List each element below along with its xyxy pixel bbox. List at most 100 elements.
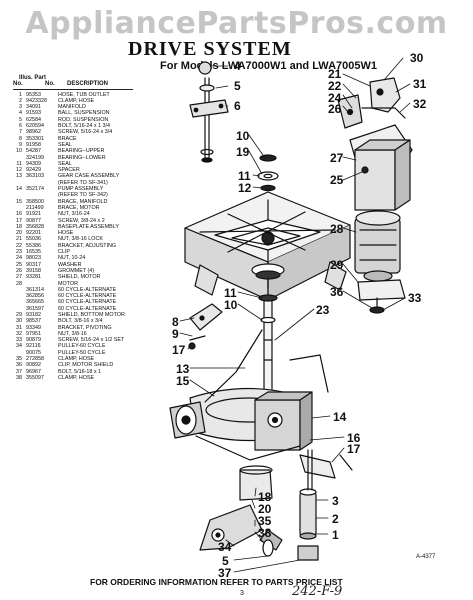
legend-illus-no: 8 (19, 135, 22, 142)
legend-illus-no: 38 (16, 374, 22, 381)
legend-illus-no: 22 (16, 242, 22, 249)
callout-17: 17 (172, 343, 186, 357)
legend-part-no: 94309 (26, 160, 41, 167)
legend-part-no: 211499 (26, 204, 44, 211)
legend-row: 18 356828 BASEPLATE ASSEMBLY (13, 224, 173, 230)
legend-part-no: 98962 (26, 129, 41, 136)
legend-illus-no: 1 (19, 91, 22, 98)
legend-illus-no: 2 (19, 97, 22, 104)
callout-21: 21 (328, 67, 342, 81)
legend-description: SCREW, 5/16-24 x 1/2 SET (58, 337, 125, 344)
legend-part-no: 93349 (26, 324, 41, 331)
legend-part-no: 55386 (26, 242, 41, 249)
callout-5-lower: 5 (222, 554, 229, 568)
legend-description: BRACKET, ADJUSTING (58, 242, 117, 249)
legend-description: PUMP ASSEMBLY (58, 186, 104, 193)
legend-description: SPACER (58, 167, 80, 174)
legend-illus-no: 21 (16, 236, 22, 243)
handwritten-note: 242-F-9 (292, 584, 343, 599)
legend-illus-no: 10 (16, 148, 22, 155)
callout-11-top: 11 (238, 169, 251, 183)
legend-illus-no: 32 (16, 330, 22, 337)
callout-22: 22 (328, 79, 342, 93)
legend-row: (REFER TO SF-342) (13, 192, 173, 198)
legend-description: 60 CYCLE-ALTERNATE (58, 305, 117, 312)
legend-description: CLAMP, HOSE (58, 356, 95, 363)
legend-part-no: 355097 (26, 374, 44, 381)
callout-27: 27 (330, 151, 344, 165)
legend-description: 60 CYCLE-ALTERNATE (58, 299, 117, 306)
legend-description: BASEPLATE ASSEMBLY (58, 223, 119, 230)
legend-illus-no: 3 (19, 104, 22, 111)
legend-description: BEARING--UPPER (58, 148, 105, 155)
callout-17-lower: 17 (347, 442, 361, 456)
legend-illus-no: 25 (16, 261, 22, 268)
legend-part-no: 62584 (26, 116, 41, 123)
legend-description: BOLT, 5/16-24 x 1 3/4 (58, 123, 111, 130)
legend-header-bottom: No. No. DESCRIPTION (13, 81, 173, 87)
legend-header-description: DESCRIPTION (67, 81, 109, 88)
callout-18: 18 (258, 490, 272, 504)
callout-30: 30 (410, 51, 424, 65)
legend-illus-no: 11 (16, 160, 22, 167)
legend-description: BEARING--LOWER (58, 154, 106, 161)
legend-part-no: 90879 (26, 337, 41, 344)
legend-illus-no: 6 (19, 123, 22, 130)
legend-description: CLAMP, HOSE (58, 97, 95, 104)
legend-description: CLIP, MOTOR SHIELD (58, 362, 114, 369)
legend-description: NUT, 3/8-16 (58, 330, 87, 337)
legend-part-no: 54287 (26, 148, 41, 155)
legend-description: BRACE, MOTOR (58, 204, 100, 211)
leader-lines (179, 57, 411, 573)
legend-rule (13, 88, 133, 90)
legend-row: 33 90879 SCREW, 5/16-24 x 1/2 SET (13, 337, 173, 343)
ordering-footer: FOR ORDERING INFORMATION REFER TO PARTS … (90, 577, 343, 587)
callout-34: 34 (218, 540, 232, 554)
legend-part-no: 90317 (26, 261, 41, 268)
legend-illus-no: 18 (16, 223, 22, 230)
callout-31: 31 (413, 77, 427, 91)
legend-description: SEAL (58, 160, 72, 167)
callout-8: 8 (172, 315, 179, 329)
legend-illus-no: 14 (16, 186, 22, 193)
legend-description: HOSE, TUB OUTLET (58, 91, 110, 98)
legend-part-no: 92201 (26, 230, 41, 237)
gear-case-assembly (169, 329, 353, 479)
callout-24: 24 (328, 91, 342, 105)
legend-illus-no: 30 (16, 318, 22, 325)
legend-illus-no: 17 (16, 217, 22, 224)
callout-10: 10 (236, 129, 250, 143)
motor-bracket-assembly (337, 77, 413, 314)
legend-illus-no: 20 (16, 230, 22, 237)
callout-15: 15 (176, 374, 190, 388)
legend-part-no: 95353 (26, 91, 41, 98)
legend-part-no: 90892 (26, 362, 41, 369)
legend-part-no: 98023 (26, 255, 41, 262)
callout-1: 1 (332, 528, 339, 542)
legend-part-no: 362856 (26, 293, 44, 300)
legend-part-no: 55036 (26, 236, 41, 243)
legend-description: NUT, 10-24 (58, 255, 86, 262)
callout-23: 23 (316, 303, 330, 317)
legend-illus-no: 35 (16, 356, 22, 363)
legend-part-no: 356828 (26, 223, 44, 230)
legend-part-no: 98537 (26, 318, 41, 325)
legend-description: HOSE (58, 230, 74, 237)
legend-header-no: No. (13, 81, 23, 88)
legend-illus-no: 33 (16, 337, 22, 344)
legend-description: BOLT, 5/16-18 x 1 (58, 368, 102, 375)
